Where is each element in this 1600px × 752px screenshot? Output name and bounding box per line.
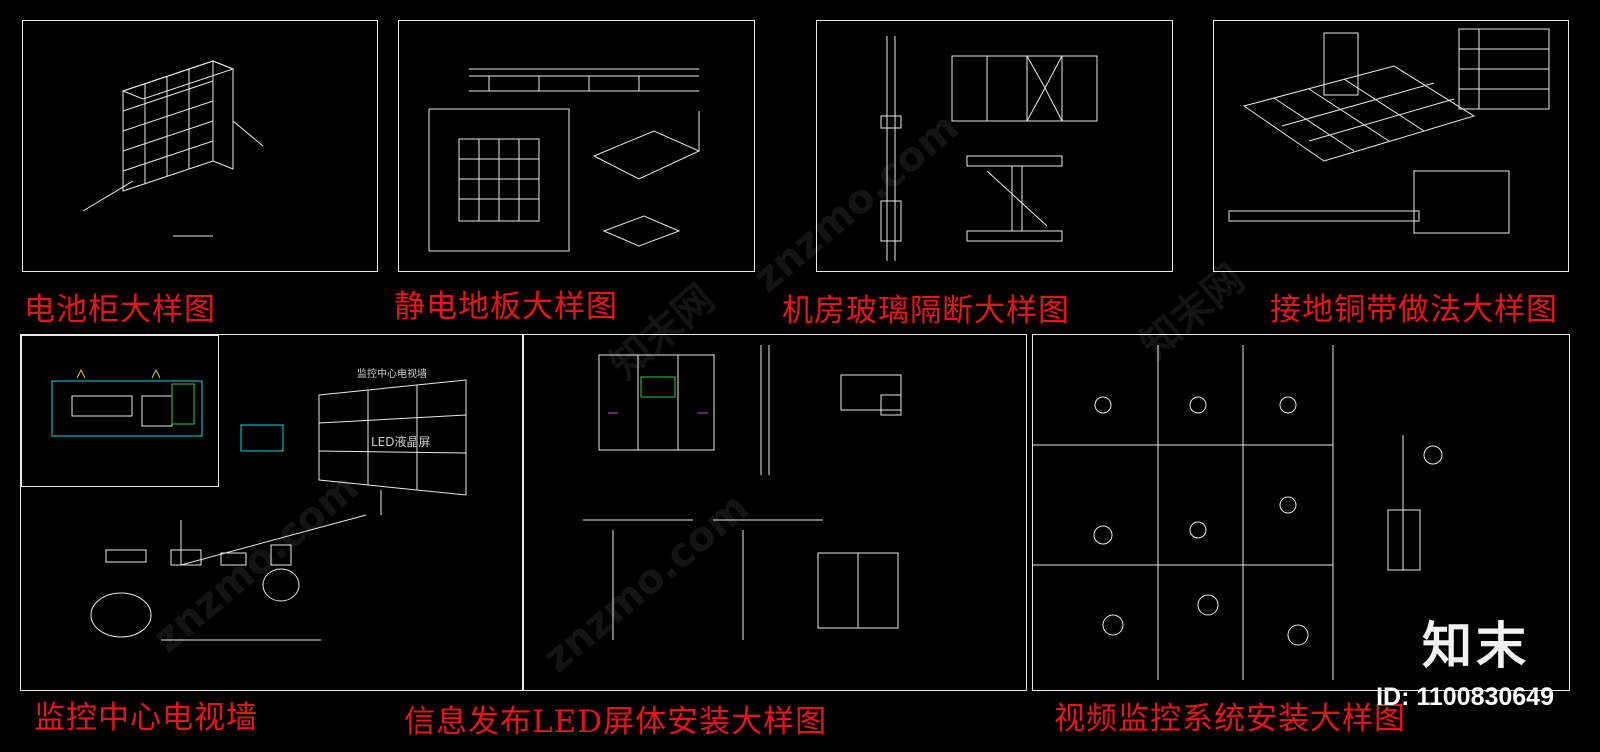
battery-cabinet-drawing xyxy=(82,60,264,237)
tv-wall-drawing xyxy=(90,379,467,641)
led-screen-drawing xyxy=(583,345,902,640)
panel-video-surveillance xyxy=(1032,334,1570,691)
image-id-label: ID: 1100830649 xyxy=(1376,683,1554,711)
caption-video-surveillance: 视频监控系统安装大样图 xyxy=(1054,701,1406,737)
panel-glass-partition xyxy=(816,20,1173,272)
caption-led-screen: 信息发布LED屏体安装大样图 xyxy=(404,704,828,740)
caption-antistatic-floor: 静电地板大样图 xyxy=(394,289,618,325)
panel-antistatic-floor xyxy=(398,20,755,272)
caption-battery-cabinet: 电池柜大样图 xyxy=(24,292,216,328)
inset-plan xyxy=(21,335,219,487)
panel-led-screen xyxy=(522,334,1027,691)
panel-tv-wall: 监控中心电视墙 LED液晶屏 xyxy=(20,334,524,691)
caption-grounding-copper: 接地铜带做法大样图 xyxy=(1270,292,1558,328)
led-panel-label: LED液晶屏 xyxy=(371,435,431,449)
video-surveillance-drawing xyxy=(1033,345,1443,680)
caption-glass-partition: 机房玻璃隔断大样图 xyxy=(782,293,1070,329)
caption-tv-wall: 监控中心电视墙 xyxy=(34,700,258,736)
panel-battery-cabinet xyxy=(22,20,378,272)
grounding-copper-drawing xyxy=(1228,28,1550,234)
glass-partition-drawing xyxy=(880,36,1098,261)
panel-grounding-copper xyxy=(1213,20,1569,272)
tv-wall-title-label: 监控中心电视墙 xyxy=(357,369,427,380)
inset-plan-drawing xyxy=(51,368,203,437)
antistatic-floor-drawing xyxy=(428,68,701,252)
brand-logo: 知末 xyxy=(1422,617,1530,675)
